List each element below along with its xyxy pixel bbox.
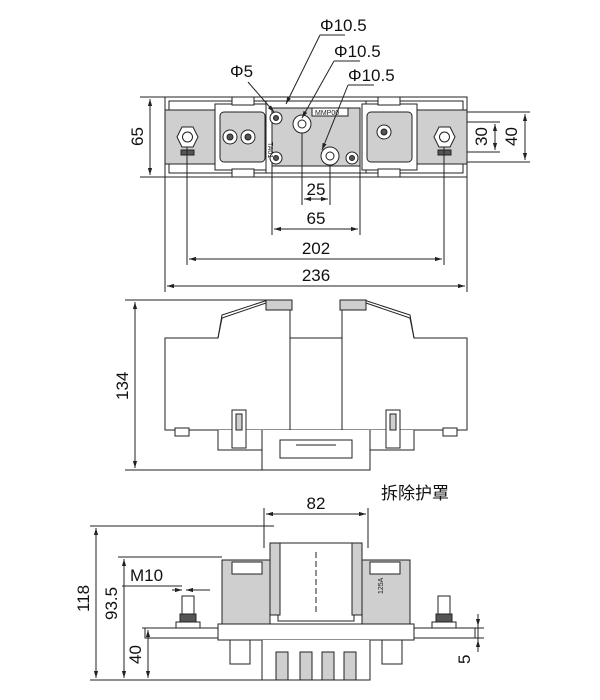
dim-236-label: 236	[302, 266, 330, 285]
side-view: 134	[113, 299, 468, 471]
svg-text:MMP00: MMP00	[315, 110, 339, 117]
left-module	[214, 96, 271, 178]
phi-middle-label: Φ10.5	[334, 42, 381, 61]
right-cover	[339, 299, 468, 431]
dim-82-label: 82	[307, 494, 326, 513]
dim-65-horizontal-label: 65	[307, 209, 326, 228]
phi-upper-label: Φ10.5	[320, 16, 367, 35]
phi-middle-leader	[301, 60, 335, 119]
dim-202-label: 202	[302, 239, 330, 258]
dim-25-label: 25	[307, 180, 326, 199]
dim-m10-label: M10	[130, 566, 163, 585]
dim-93-5-label: 93.5	[102, 587, 121, 620]
svg-text:125A: 125A	[378, 577, 385, 594]
caption-cover-removed: 拆除护罩	[381, 484, 449, 504]
right-module	[361, 96, 418, 178]
phi-small-leader	[247, 81, 275, 113]
dim-118-label: 118	[74, 585, 93, 612]
dim-40-label: 40	[502, 127, 521, 146]
phi-lower-label: Φ10.5	[348, 66, 395, 85]
dim-40-front-label: 40	[126, 645, 145, 664]
dim-30-label: 30	[472, 127, 491, 146]
dim-134-label: 134	[113, 372, 132, 400]
dim-5-label: 5	[455, 655, 474, 664]
svg-text:TA01: TA01	[266, 142, 273, 158]
phi-lower-leader	[321, 84, 349, 151]
phi-upper-leader	[285, 34, 321, 105]
dim-65-vertical-label: 65	[128, 127, 147, 146]
center-terminal: MMP00 TA01	[265, 100, 367, 174]
front-view: 拆除护罩 82 125A	[74, 484, 484, 681]
phi-small-label: Φ5	[230, 62, 253, 81]
top-view: MMP00 TA01 Φ10.5 Φ10.5 Φ10.5 Φ5 65	[128, 16, 530, 292]
left-cover	[164, 299, 293, 431]
